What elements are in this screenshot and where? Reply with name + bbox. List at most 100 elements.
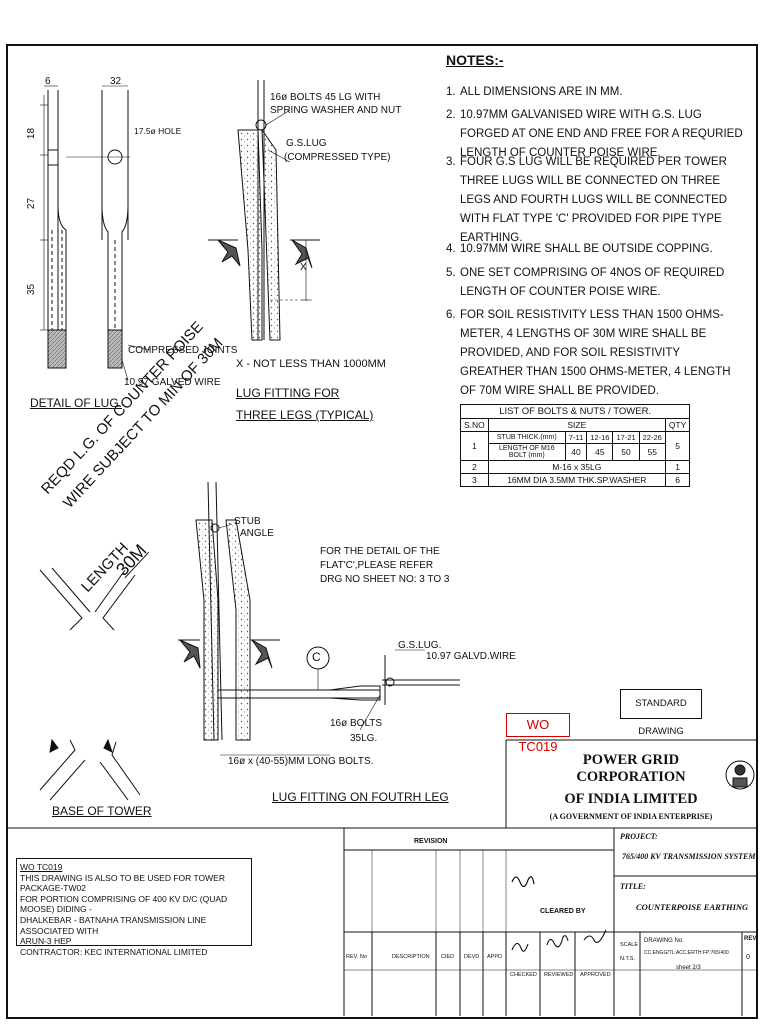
stub-label: STUB xyxy=(234,516,261,527)
fourth-gs-lug-label: G.S.LUG. xyxy=(398,640,442,651)
work-order-line: DHALKEBAR - BATNAHA TRANSMISSION LINE AS… xyxy=(20,914,207,936)
work-order-line: ARUN-3 HEP xyxy=(20,936,72,947)
revision-header: REVISION xyxy=(414,838,448,845)
drawing-no-value: CC.ENGG/TL:ACC:ERTH:FP:765/400 xyxy=(644,950,729,956)
galved-wire-label: 10.97 GALVED WIRE xyxy=(124,377,221,388)
gs-lug-label: G.S.LUG xyxy=(286,138,327,149)
cell-length: 55 xyxy=(638,443,666,461)
cleared-by-label: CLEARED BY xyxy=(540,908,586,915)
bolts-nuts-table: LIST OF BOLTS & NUTS / TOWER. S.NO SIZE … xyxy=(459,404,691,487)
note-4: 4. 10.97MM WIRE SHALL BE OUTSIDE COPPING. xyxy=(446,240,746,259)
note-text: 10.97MM WIRE SHALL BE OUTSIDE COPPING. xyxy=(460,243,713,255)
drawing-no-label: DRAWING No: xyxy=(644,938,684,944)
reviewed-label: REVIEWED xyxy=(544,972,574,978)
cell-size: 16MM DIA 3.5MM THK.SP.WASHER xyxy=(487,473,666,487)
note-number: 1. xyxy=(446,86,456,98)
scale-label: SCALE xyxy=(620,942,639,948)
gs-lug-type-label: (COMPRESSED TYPE) xyxy=(284,152,391,163)
note-6: 6.FOR SOIL RESISTIVITY LESS THAN 1500 OH… xyxy=(446,306,746,401)
company-tagline: (A GOVERNMENT OF INDIA ENTERPRISE) xyxy=(549,812,713,821)
bolts-length-label: 35LG. xyxy=(350,733,378,744)
angle-label: ANGLE xyxy=(240,528,274,539)
flat-ref-line-2: FLAT'C',PLEASE REFER xyxy=(320,560,434,571)
flat-c-marker: C xyxy=(312,650,321,664)
project-value: 765/400 KV TRANSMISSION SYSTEM xyxy=(622,852,756,861)
company-name-1: POWER GRID CORPORATION xyxy=(576,752,686,785)
cell-size: M-16 x 35LG xyxy=(487,460,666,474)
table-row: LENGTH OF M16 BOLT (mm) 40 45 50 55 xyxy=(461,443,690,461)
note-1: 1. ALL DIMENSIONS ARE IN MM. xyxy=(446,83,746,102)
flat-ref-line-3: DRG NO SHEET NO: 3 TO 3 xyxy=(320,574,450,585)
washer-label: SPRING WASHER AND NUT xyxy=(270,105,402,116)
table-row: 1 STUB THICK.(mm) 7-11 12-16 17-21 22-26… xyxy=(460,431,691,461)
fourth-leg-title: LUG FITTING ON FOUTRH LEG xyxy=(272,790,449,804)
cell-sno: 1 xyxy=(460,431,489,461)
fourth-leg-drawing xyxy=(178,481,460,756)
long-bolts-label: 16ø x (40-55)MM LONG BOLTS. xyxy=(228,756,374,767)
table-title: LIST OF BOLTS & NUTS / TOWER. xyxy=(459,404,691,419)
cell-qty: 6 xyxy=(664,473,691,487)
rev-label: REV. xyxy=(744,936,758,942)
drawing-sheet-border xyxy=(6,44,758,1019)
dim-label: 27 xyxy=(26,197,38,210)
table-title-row: LIST OF BOLTS & NUTS / TOWER. xyxy=(459,404,691,419)
three-legs-title-2: THREE LEGS (TYPICAL) xyxy=(236,408,374,422)
dim-label: 35 xyxy=(26,283,38,296)
lug-detail-drawing xyxy=(40,85,151,381)
work-order-line: THIS DRAWING IS ALSO TO BE USED FOR TOWE… xyxy=(20,872,225,894)
note-number: 5. xyxy=(446,267,456,279)
note-text: FOR SOIL RESISTIVITY LESS THAN 1500 OHMS… xyxy=(460,309,731,397)
base-of-tower-drawing xyxy=(39,567,141,801)
note-5: 5.ONE SET COMPRISING OF 4NOS OF REQUIRED… xyxy=(446,264,746,302)
note-number: 2. xyxy=(446,109,456,121)
bolt-label: 16ø BOLTS 45 LG WITH xyxy=(270,92,381,103)
note-2: 2.10.97MM GALVANISED WIRE WITH G.S. LUG … xyxy=(446,106,746,163)
base-of-tower-title: BASE OF TOWER xyxy=(52,804,152,818)
work-order-box: WO TC019 THIS DRAWING IS ALSO TO BE USED… xyxy=(16,858,252,957)
appd-header: APPD xyxy=(487,954,502,960)
standard-drawing-box: STANDARD DRAWING xyxy=(620,689,702,737)
title-block-lines xyxy=(8,739,756,1016)
header-size: SIZE xyxy=(487,418,666,432)
note-text: ALL DIMENSIONS ARE IN MM. xyxy=(460,86,623,98)
rev-value: 0 xyxy=(746,954,750,961)
cell-stub-range: 7-11 xyxy=(564,431,588,444)
dim-label: 18 xyxy=(26,127,38,140)
cied-header: CIED xyxy=(441,954,455,960)
notes-title: NOTES:- xyxy=(446,52,504,68)
work-order-line: CONTRACTOR: KEC INTERNATIONAL LIMITED xyxy=(20,946,208,957)
three-legs-title-1: LUG FITTING FOR xyxy=(236,386,340,400)
x-note: X - NOT LESS THAN 1000MM xyxy=(236,358,386,370)
x-marker: X xyxy=(300,262,307,273)
cell-qty: 1 xyxy=(664,460,691,474)
company-block: POWER GRID CORPORATION OF INDIA LIMITED … xyxy=(540,752,722,821)
table-row: 3 16MM DIA 3.5MM THK.SP.WASHER 6 xyxy=(460,473,691,487)
cell-stub-range: 12-16 xyxy=(586,431,614,444)
title-label: TITLE: xyxy=(620,882,646,891)
note-text: FOUR G.S LUG WILL BE REQUIRED PER TOWER … xyxy=(460,156,728,244)
bolts-label: 16ø BOLTS xyxy=(330,718,383,729)
flat-ref-line-1: FOR THE DETAIL OF THE xyxy=(320,546,440,557)
work-order-title: WO TC019 xyxy=(20,862,63,872)
company-name-2: OF INDIA LIMITED xyxy=(564,791,698,807)
cell-length-label: LENGTH OF M16 BOLT (mm) xyxy=(487,443,566,461)
cell-length: 40 xyxy=(564,443,588,461)
note-number: 4. xyxy=(446,243,456,255)
sheet-value: sheet 2/3 xyxy=(676,965,701,971)
three-legs-drawing xyxy=(208,80,320,341)
description-header: DESCRIPTION xyxy=(392,954,430,960)
emblem-icon xyxy=(725,760,755,790)
table-header-row: S.NO SIZE QTY xyxy=(460,418,691,432)
devd-header: DEVD xyxy=(464,954,480,960)
dim-label: 6 xyxy=(45,76,51,87)
project-label: PROJECT: xyxy=(620,832,658,841)
cell-stub-range: 17-21 xyxy=(612,431,640,444)
note-3: 3.FOUR G.S LUG WILL BE REQUIRED PER TOWE… xyxy=(446,153,746,248)
checked-label: CHECKED xyxy=(510,972,537,978)
dim-label: 32 xyxy=(110,76,122,87)
work-order-line: FOR PORTION COMPRISING OF 400 KV D/C (QU… xyxy=(20,893,228,915)
scale-value: N.T.S. xyxy=(620,956,635,962)
cell-length: 50 xyxy=(612,443,640,461)
cell-sno: 3 xyxy=(460,473,489,487)
fourth-wire-label: 10.97 GALVD.WIRE xyxy=(426,651,516,662)
